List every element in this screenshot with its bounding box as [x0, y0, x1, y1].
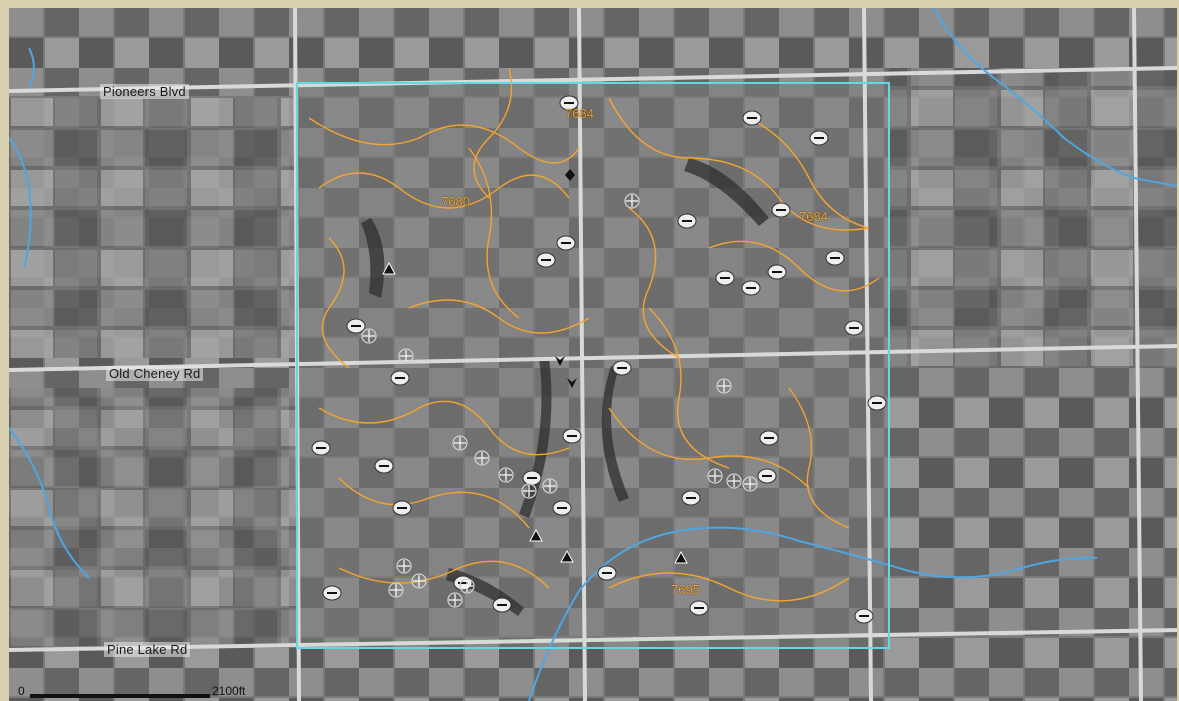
contour-lines [308, 67, 880, 602]
minus-circle-icon [742, 110, 762, 126]
plus-circle-icon [726, 473, 742, 489]
plus-circle-icon [521, 483, 537, 499]
plus-circle-icon [447, 592, 463, 608]
minus-circle-icon [741, 280, 761, 296]
minus-circle-icon [311, 440, 331, 456]
minus-circle-icon [453, 575, 473, 591]
minus-circle-icon [854, 608, 874, 624]
triangle-icon [560, 549, 574, 563]
minus-circle-icon [677, 213, 697, 229]
minus-circle-icon [346, 318, 366, 334]
plus-circle-icon [361, 328, 377, 344]
aerial-fields-west [9, 98, 299, 358]
triangle-icon [674, 550, 688, 564]
plus-circle-icon [716, 378, 732, 394]
summit-symbols [361, 193, 758, 608]
minus-circle-icon [767, 264, 787, 280]
minus-circle-icon [809, 130, 829, 146]
drain-symbols [555, 169, 577, 388]
diamond-icon [565, 169, 575, 181]
minus-circle-icon [759, 430, 779, 446]
chevron-down-icon [555, 356, 565, 366]
plus-circle-icon [388, 582, 404, 598]
aerial-fields-east [889, 68, 1177, 368]
map-view[interactable]: Pioneers Blvd Old Cheney Rd Pine Lake Rd… [9, 8, 1177, 701]
study-area-fill [297, 83, 889, 648]
zone-label: 7684 [799, 209, 828, 224]
minus-circle-icon [597, 565, 617, 581]
minus-circle-icon [559, 95, 579, 111]
minus-circle-icon [612, 360, 632, 376]
triangle-icon [382, 261, 396, 275]
minus-circle-icon [771, 202, 791, 218]
triangle-icon [529, 528, 543, 542]
peak-symbols [382, 261, 688, 564]
scale-start-label: 0 [18, 684, 25, 698]
plus-circle-icon [474, 450, 490, 466]
minus-circle-icon [552, 500, 572, 516]
plus-circle-icon [398, 348, 414, 364]
minus-circle-icon [757, 468, 777, 484]
plus-circle-icon [624, 193, 640, 209]
road-label-old-cheney: Old Cheney Rd [106, 366, 204, 381]
aerial-fields-southwest [9, 388, 299, 648]
minus-circle-icon [825, 250, 845, 266]
minus-circle-icon [867, 395, 887, 411]
minus-circle-icon [715, 270, 735, 286]
scale-bar-line [30, 694, 210, 698]
minus-circle-icon [522, 470, 542, 486]
minus-circle-icon [556, 235, 576, 251]
plus-circle-icon [459, 578, 475, 594]
minus-circle-icon [681, 490, 701, 506]
plus-circle-icon [411, 573, 427, 589]
stream-lines [9, 8, 1177, 701]
road-label-pioneers: Pioneers Blvd [100, 84, 189, 99]
minus-circle-icon [374, 458, 394, 474]
minus-circle-icon [390, 370, 410, 386]
zone-label: 7695 [671, 582, 700, 597]
study-area-boundary[interactable] [296, 82, 890, 649]
plus-circle-icon [396, 558, 412, 574]
chevron-down-icon [567, 378, 577, 388]
minus-circle-icon [492, 597, 512, 613]
zone-label: 7684 [565, 106, 594, 121]
zone-label: 7680 [441, 194, 470, 209]
minus-circle-icon [844, 320, 864, 336]
plus-circle-icon [542, 478, 558, 494]
plus-circle-icon [498, 467, 514, 483]
minus-circle-icon [322, 585, 342, 601]
plus-circle-icon [707, 468, 723, 484]
depression-symbols [311, 95, 887, 624]
aerial-map[interactable] [9, 8, 1177, 701]
road-label-pine-lake: Pine Lake Rd [104, 642, 191, 657]
road-network [9, 8, 1177, 701]
scale-bar: 0 2100ft [18, 684, 248, 701]
minus-circle-icon [689, 600, 709, 616]
minus-circle-icon [392, 500, 412, 516]
aerial-fields-southeast [889, 368, 1177, 701]
minus-circle-icon [536, 252, 556, 268]
plus-circle-icon [742, 476, 758, 492]
scale-end-label: 2100ft [212, 684, 246, 698]
minus-circle-icon [562, 428, 582, 444]
plus-circle-icon [452, 435, 468, 451]
